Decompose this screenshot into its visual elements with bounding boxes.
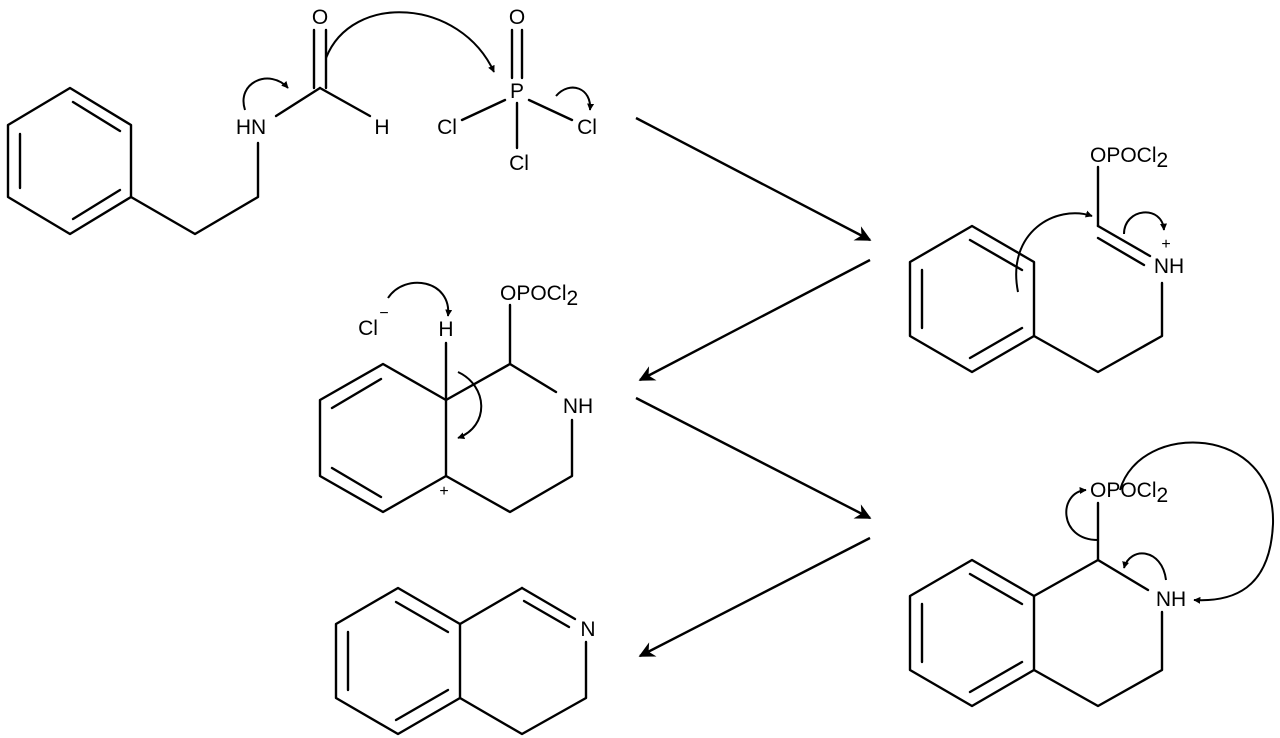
thiq-opocl-text: OPOCl (1090, 479, 1157, 502)
imidoyl-positive-charge: + (1161, 236, 1170, 253)
reaction-arrow-3 (635, 396, 872, 520)
thiq-opocl2: OPOCl2 (1090, 479, 1168, 507)
electron-arrow-p-cl (555, 86, 595, 111)
electron-arrow-ring-to-c (1015, 210, 1093, 293)
reaction-arrow-2 (638, 258, 871, 382)
electron-arrow-ch-to-ring (457, 371, 483, 440)
product-nitrogen: N (580, 618, 595, 641)
thiq-nh: NH (1156, 588, 1186, 611)
electron-arrow-n-to-c1 (1122, 552, 1167, 581)
benzene-ring-2 (908, 224, 1036, 374)
benzene-ring-6 (334, 586, 462, 736)
c-h-bond (318, 86, 372, 118)
n-c-bond (274, 86, 322, 118)
imidoyl-opocl2: OPOCl2 (1090, 144, 1168, 172)
electron-arrow-cl-to-h (387, 281, 453, 317)
imidoyl-nh: NH (1154, 255, 1184, 278)
imidoyl-opocl-text: OPOCl (1090, 144, 1157, 167)
formamide-oxygen: O (312, 6, 328, 29)
dihydroisoquinoline-product: N (334, 586, 596, 736)
cation-nh: NH (563, 395, 593, 418)
electron-arrow-co-to-o (1065, 486, 1099, 541)
electron-arrow-o-to-nh (1119, 441, 1275, 604)
reaction-arrow-1 (635, 116, 872, 242)
chloride-negative-charge: − (379, 305, 388, 322)
cation-opocl-text: OPOCl (500, 282, 567, 305)
ethyl-chain (129, 141, 260, 236)
benzene-ring-5 (908, 558, 1036, 708)
cation-hydrogen: H (438, 318, 453, 341)
phosphoryl-chloride: O P Cl Cl Cl (437, 6, 597, 175)
cation-positive-charge: + (439, 483, 448, 500)
formamide-hydrogen: H (374, 116, 389, 139)
cation-opocl-subscript: 2 (567, 287, 579, 310)
cation-opocl2: OPOCl2 (500, 282, 578, 310)
thiq-opocl-subscript: 2 (1157, 484, 1169, 507)
reaction-arrow-4 (638, 536, 871, 658)
pocl3-chlorine-left: Cl (437, 116, 457, 139)
cation-intermediate: Cl − H OPOCl2 NH + (318, 281, 593, 514)
electron-arrow-n-to-c (242, 77, 289, 111)
pocl3-chlorine-bottom: Cl (509, 152, 529, 175)
n-phenethylformamide: O HN H (6, 6, 495, 236)
formamide-nh: HN (236, 116, 266, 139)
electron-arrow-cn-to-n (1123, 211, 1167, 235)
pocl3-phosphorus: P (510, 80, 524, 103)
chloride-ion: Cl (358, 317, 378, 340)
imidoyl-opocl-subscript: 2 (1157, 149, 1169, 172)
electron-arrow-o-to-p (325, 11, 495, 73)
tetrahydroisoquinoline-intermediate: OPOCl2 NH (908, 441, 1275, 708)
benzene-ring-1 (6, 86, 133, 236)
imidoyl-intermediate: OPOCl2 NH + (908, 144, 1184, 374)
reaction-arrows (635, 116, 872, 658)
pocl3-oxygen: O (509, 6, 525, 29)
pocl3-chlorine-right: Cl (577, 116, 597, 139)
